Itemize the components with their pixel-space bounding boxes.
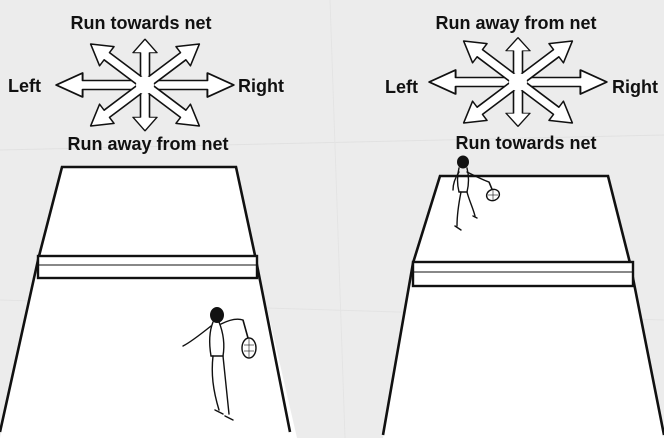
- net-right: [413, 262, 633, 286]
- court-right: [383, 176, 664, 438]
- direction-compass-right: Run away from net Run towards net Left R…: [385, 13, 658, 153]
- panel-left: Run towards net Run away from net Left R…: [0, 13, 297, 438]
- panel-right: Run away from net Run towards net Left R…: [383, 13, 664, 438]
- net-left: [38, 256, 257, 278]
- arrow-star-right-icon: [429, 31, 607, 132]
- label-top-left: Run towards net: [70, 13, 211, 33]
- court-left: [0, 167, 297, 438]
- arrow-star-left-icon: [56, 34, 234, 135]
- label-right-left: Right: [238, 76, 284, 96]
- label-bottom-left: Run away from net: [67, 134, 228, 154]
- label-bottom-right: Run towards net: [455, 133, 596, 153]
- direction-compass-left: Run towards net Run away from net Left R…: [8, 13, 284, 154]
- label-left-right: Left: [385, 77, 418, 97]
- label-left-left: Left: [8, 76, 41, 96]
- label-right-right: Right: [612, 77, 658, 97]
- label-top-right: Run away from net: [435, 13, 596, 33]
